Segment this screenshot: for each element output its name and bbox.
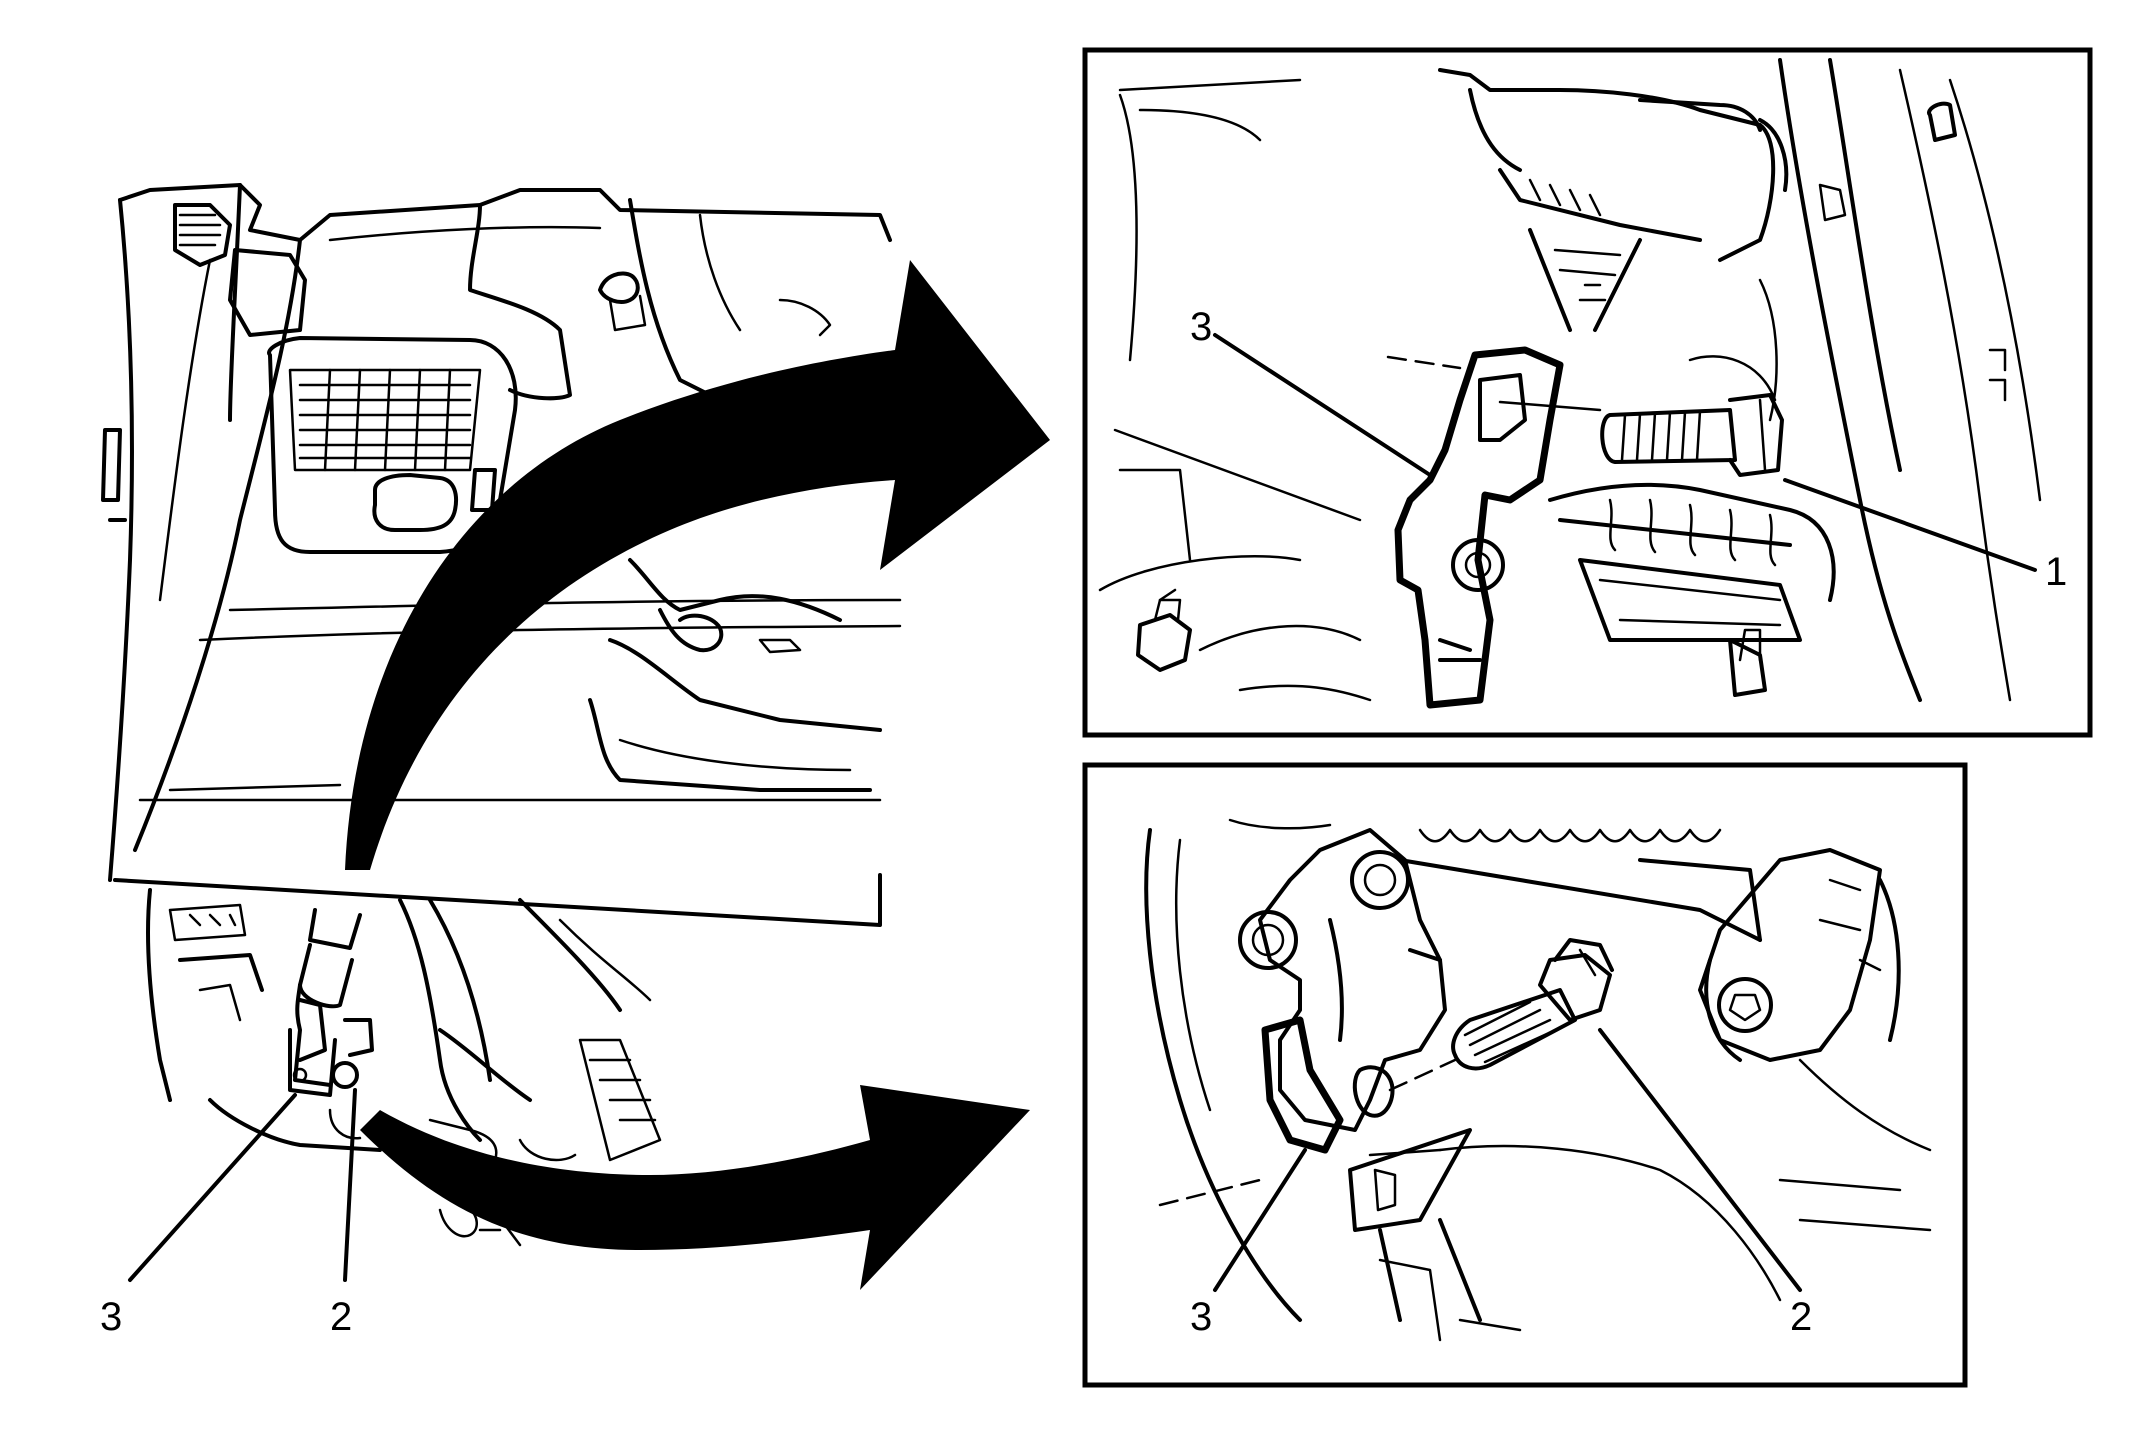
zoom-arrow-lower <box>360 1085 1030 1290</box>
leader-3-overview <box>128 1093 297 1282</box>
detail-top-panel: 3 1 <box>1082 47 2093 738</box>
detail-bottom-panel: 3 2 <box>1082 762 1968 1388</box>
callout-1-top: 1 <box>2045 550 2067 594</box>
leader-3-top <box>1213 333 1432 477</box>
detail-top-frame <box>1082 47 2093 738</box>
leader-3-bottom <box>1213 1148 1307 1292</box>
callout-3-bottom: 3 <box>1190 1295 1212 1339</box>
detail-bottom-frame <box>1082 762 1968 1388</box>
callout-2-overview: 2 <box>330 1295 352 1339</box>
leader-1-top <box>1783 478 2037 572</box>
callout-3-top: 3 <box>1190 305 1212 349</box>
dashboard-overview <box>101 183 902 1247</box>
zoom-arrow-upper <box>345 260 1050 870</box>
leader-2-overview <box>343 1088 357 1282</box>
callout-3-overview: 3 <box>100 1295 122 1339</box>
leader-2-bottom <box>1598 1028 1802 1292</box>
callout-2-bottom: 2 <box>1790 1295 1812 1339</box>
